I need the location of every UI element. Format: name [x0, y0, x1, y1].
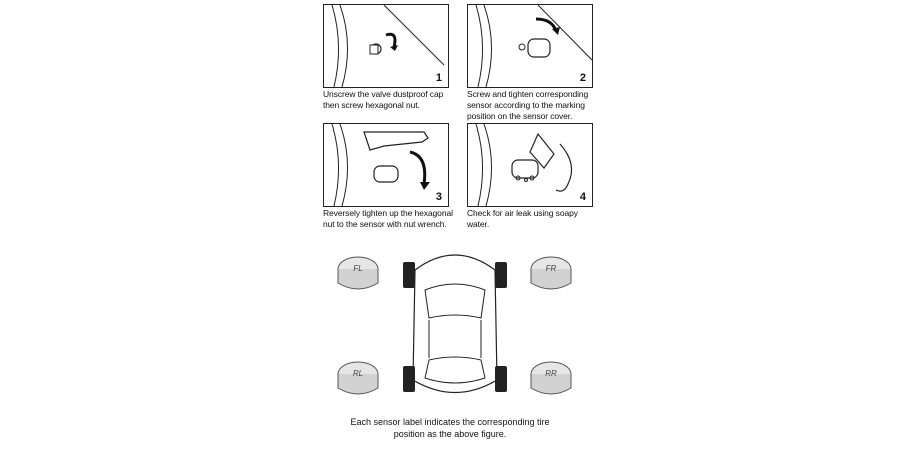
step-4-illustration: 4 [467, 123, 593, 207]
step-3-number: 3 [435, 191, 442, 203]
car-top-view-diagram [403, 254, 507, 394]
sensor-rr-label: RR [545, 369, 557, 378]
sensor-rl: RL [335, 360, 381, 405]
step-3-illustration: 3 [323, 123, 449, 207]
sensor-rr: RR [528, 360, 574, 405]
sensor-fl: FL [335, 255, 381, 300]
step-1-number: 1 [435, 72, 442, 84]
step-4-number: 4 [579, 191, 586, 203]
step-4-caption: Check for air leak using soapy water. [467, 208, 578, 229]
bottom-caption: Each sensor label indicates the correspo… [350, 417, 550, 439]
step-1-illustration: 1 [323, 4, 449, 88]
sensor-fr: FR [528, 255, 574, 300]
step-3-caption: Reversely tighten up the hexagonal nut t… [323, 208, 453, 229]
step-1-caption: Unscrew the valve dustproof cap then scr… [323, 89, 444, 110]
step-2-caption: Screw and tighten corresponding sensor a… [467, 89, 589, 121]
sensor-fl-label: FL [353, 264, 363, 273]
sensor-fr-label: FR [545, 264, 557, 273]
sensor-rl-label: RL [352, 369, 364, 378]
step-2-illustration: 2 [467, 4, 593, 88]
step-2-number: 2 [579, 72, 586, 84]
